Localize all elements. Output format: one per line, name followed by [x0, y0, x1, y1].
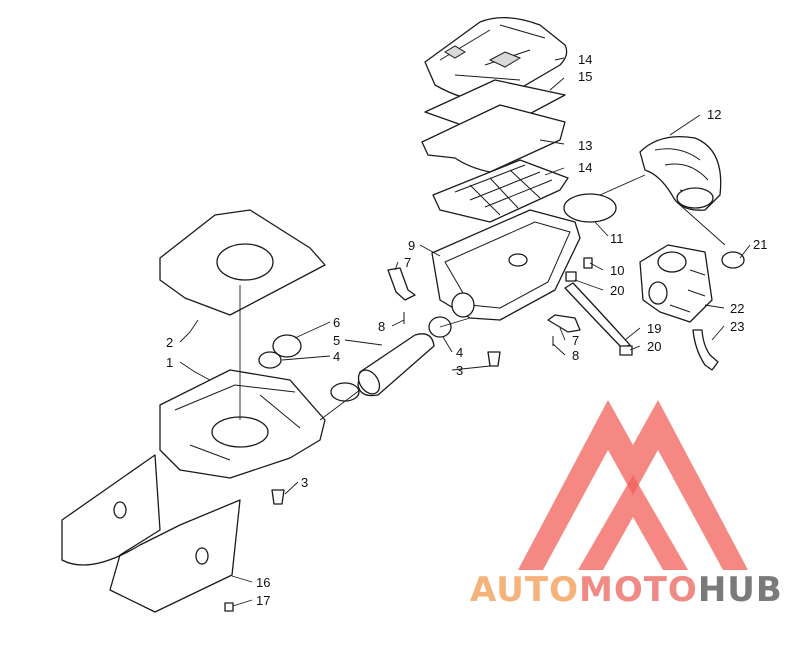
callout-8-left: 8	[378, 319, 385, 334]
filter-frame	[432, 159, 569, 223]
clamp-upper	[563, 193, 617, 223]
callout-21: 21	[753, 237, 767, 252]
carburetor	[639, 244, 713, 323]
heat-shield	[61, 454, 241, 613]
leader-lines	[179, 57, 751, 607]
watermark-word-auto: AUTO	[470, 570, 579, 610]
callout-10: 10	[610, 263, 624, 278]
clip	[583, 257, 593, 269]
intake-tube	[357, 333, 435, 397]
hose-right	[692, 329, 719, 371]
callout-16: 14	[578, 52, 592, 67]
callout-14: 14	[578, 160, 592, 175]
callout-22: 22	[730, 301, 744, 316]
callout-7-right: 7	[572, 333, 579, 348]
callout-5: 5	[333, 333, 340, 348]
callout-4-right: 4	[456, 345, 463, 360]
callout-13: 13	[578, 138, 592, 153]
hose-clamp-lower	[619, 345, 633, 356]
clamp-carb	[721, 251, 745, 269]
watermark-word-hub: HUB	[697, 570, 783, 610]
callout-12: 12	[707, 107, 721, 122]
callout-7-left: 7	[404, 255, 411, 270]
callout-15: 15	[578, 69, 592, 84]
bracket-right	[547, 314, 581, 333]
grommet-lower	[271, 489, 285, 505]
callout-20-upper: 20	[610, 283, 624, 298]
air-filter-element	[421, 104, 566, 173]
callout-2: 2	[166, 335, 173, 350]
callout-4-left: 4	[333, 349, 340, 364]
clamp-coupler	[258, 351, 282, 369]
callout-19: 19	[647, 321, 661, 336]
callout-6: 6	[333, 315, 340, 330]
callout-17: 16	[256, 575, 270, 590]
callout-labels: 14 15 13 14 12 9 10 11 20 21 22 23 19 20…	[166, 52, 767, 608]
hose-clamp-upper	[565, 271, 577, 282]
watermark-word-moto: MOTO	[578, 570, 698, 610]
callout-3-upper: 3	[456, 363, 463, 378]
callout-23: 23	[730, 319, 744, 334]
callout-3-lower: 3	[301, 475, 308, 490]
air-box-base	[159, 369, 326, 479]
callout-1: 1	[166, 355, 173, 370]
air-box-housing	[431, 209, 581, 321]
watermark-logo-icon	[518, 400, 748, 570]
air-box-lid	[424, 17, 568, 102]
coupler	[272, 334, 302, 358]
drain-hose	[564, 282, 631, 349]
callout-20-lower: 20	[647, 339, 661, 354]
grommet-upper	[487, 351, 501, 367]
watermark-text: AUTOMOTOHUB	[470, 570, 783, 610]
bracket-left	[387, 267, 416, 301]
fastener	[224, 602, 234, 612]
clamp-tube-left	[330, 382, 360, 402]
callout-9: 9	[408, 238, 415, 253]
callout-8-right: 8	[572, 348, 579, 363]
logo-triangle-inner	[578, 475, 688, 570]
callout-11: 11	[610, 231, 624, 246]
callout-18: 17	[256, 593, 270, 608]
intake-boot	[639, 135, 722, 211]
cover-plate	[159, 209, 326, 316]
